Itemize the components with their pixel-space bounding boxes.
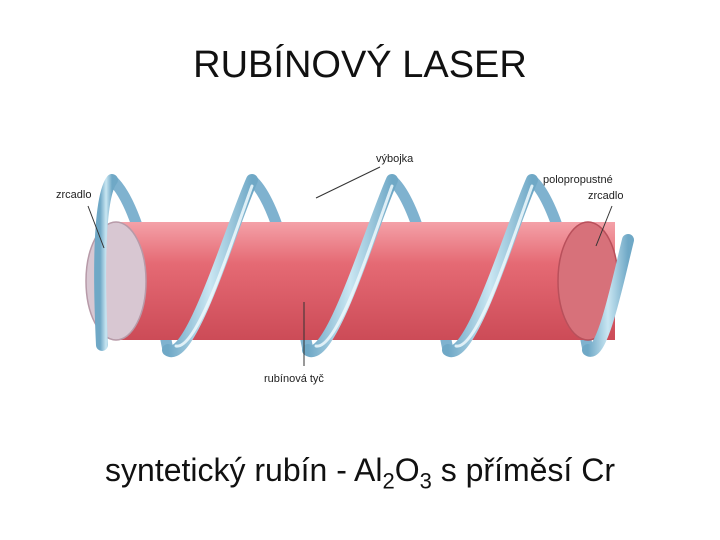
ruby-laser-diagram: zrcadlo výbojka polopropustné zrcadlo ru… [56, 153, 634, 385]
caption-oxygen: O [394, 452, 420, 488]
caption-sub-2: 2 [382, 468, 395, 494]
label-rod: rubínová tyč [264, 373, 324, 385]
label-semi-mirror-1: polopropustné [543, 174, 613, 186]
pointer-flash [315, 166, 381, 199]
label-flash: výbojka [376, 153, 414, 165]
label-semi-mirror-2: zrcadlo [588, 190, 623, 202]
caption-sub-3: 3 [419, 468, 432, 494]
caption: syntetický rubín - Al2O3 s příměsí Cr [0, 452, 720, 494]
caption-prefix: syntetický rubín - Al [105, 452, 383, 488]
page-title: RUBÍNOVÝ LASER [193, 44, 527, 86]
pointer-semi-mirror [595, 205, 613, 247]
label-mirror: zrcadlo [56, 189, 91, 201]
pointer-mirror [87, 205, 105, 249]
flash-tube-front [94, 174, 634, 358]
caption-suffix: s příměsí Cr [431, 452, 615, 488]
